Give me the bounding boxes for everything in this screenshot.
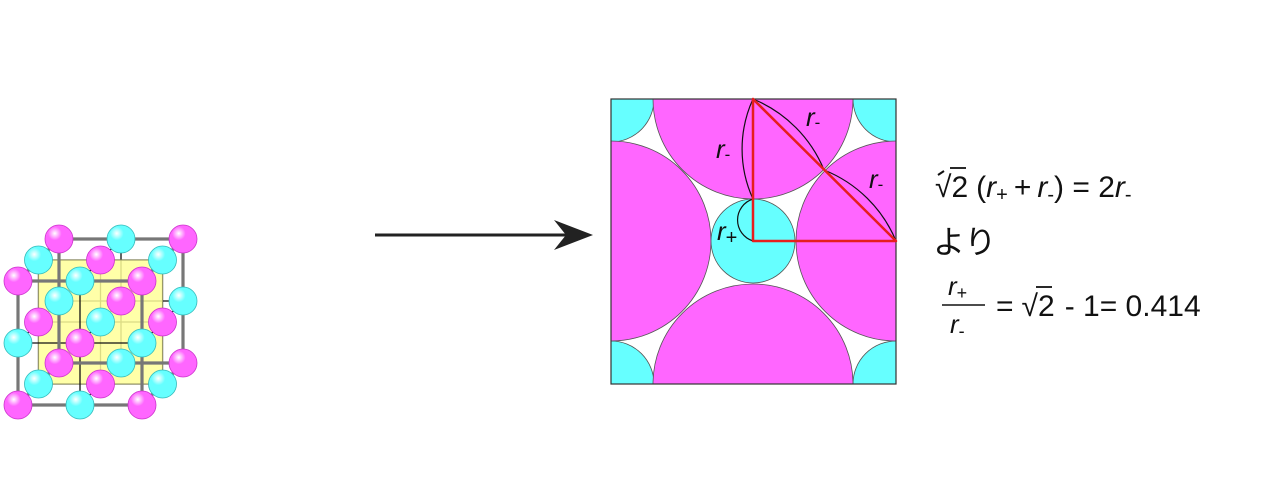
cation-sphere [168, 286, 198, 316]
anion-sphere [44, 348, 74, 378]
geometry-triangle [751, 97, 898, 243]
transform-arrow [375, 220, 593, 250]
cation-sphere [86, 307, 115, 337]
cation-corner-top-right [852, 99, 896, 143]
radius-arc-cation [737, 198, 754, 242]
anion-sphere [3, 266, 33, 296]
fraction-denominator: r- [950, 309, 965, 341]
cation-sphere [24, 245, 53, 275]
label-r-minus-right: r- [869, 164, 883, 194]
equation-block: √2(r++r-) = 2r- より r+ r- =√2- 1= 0.414 [933, 167, 1201, 341]
radius-arc-right [823, 169, 897, 242]
radius-arc-left [741, 98, 754, 200]
cation-sphere [3, 328, 33, 358]
anion-sphere [106, 286, 136, 316]
cross-section-view: r- r- r- r+ [610, 97, 898, 385]
cation-corner-bottom-right [852, 340, 896, 384]
anion-sphere [24, 307, 53, 337]
radius-arc-top [752, 98, 825, 171]
anion-sphere [168, 224, 198, 254]
label-r-minus-top: r- [806, 102, 820, 132]
cation-sphere [65, 266, 95, 296]
anion-sphere [86, 369, 115, 399]
cation-sphere [106, 348, 136, 378]
nacl-crystal-lattice [3, 224, 198, 420]
anion-sphere [44, 224, 74, 254]
arrow-head [554, 220, 593, 250]
cation-sphere [65, 390, 95, 420]
equation-line-2: より [933, 224, 996, 260]
sqrt-overbar-1 [937, 170, 945, 176]
cation-sphere [106, 224, 136, 254]
cation-corner-top-left [611, 99, 655, 143]
anion-sphere [168, 348, 198, 378]
equation-line-3-rhs: =√2- 1= 0.414 [996, 290, 1201, 323]
anion-sphere [65, 328, 95, 358]
anion-sphere [3, 390, 33, 420]
anion-sphere [127, 266, 157, 296]
anion-sphere [148, 307, 177, 337]
cation-sphere [24, 369, 53, 399]
anion-bottom [652, 283, 854, 384]
cation-sphere [148, 245, 177, 275]
fraction-numerator: r+ [948, 271, 967, 303]
cation-sphere [127, 328, 157, 358]
anion-sphere [86, 245, 115, 275]
anion-sphere [127, 390, 157, 420]
label-r-plus: r+ [717, 216, 737, 249]
equation-line-1: √2(r++r-) = 2r- [935, 171, 1132, 206]
label-r-minus-left: r- [716, 134, 730, 164]
cation-sphere [44, 286, 74, 316]
cation-corner-bottom-left [611, 340, 655, 384]
cation-sphere [148, 369, 177, 399]
